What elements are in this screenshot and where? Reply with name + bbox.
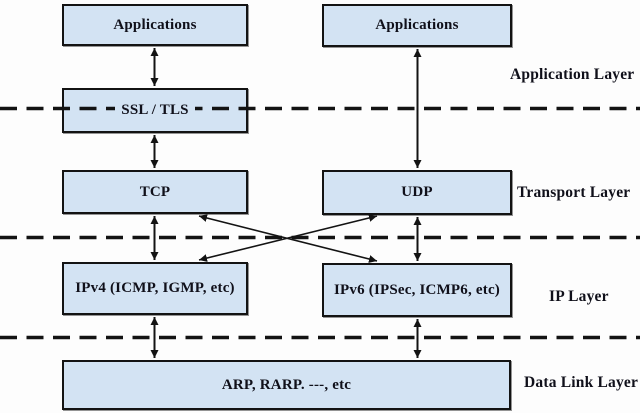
box-ipv6: IPv6 (IPSec, ICMP6, etc) — [322, 263, 512, 317]
box-ssl-tls — [62, 88, 248, 133]
box-tcp: TCP — [62, 170, 248, 214]
layer-label-ip: IP Layer — [549, 288, 609, 305]
box-udp: UDP — [322, 170, 512, 215]
layer-label-data-link: Data Link Layer — [524, 374, 639, 391]
box-ipv4: IPv4 (ICMP, IGMP, etc) — [62, 262, 248, 315]
box-applications-left: Applications — [62, 4, 248, 46]
layer-label-transport: Transport Layer — [517, 184, 631, 201]
arrow-tcp-ipv6 — [198, 214, 378, 263]
arrow-udp-ipv4 — [198, 214, 378, 262]
layer-label-application: Application Layer — [510, 66, 635, 83]
box-applications-right: Applications — [322, 4, 512, 47]
box-arp-rarp: ARP, RARP. ---, etc — [62, 360, 511, 410]
